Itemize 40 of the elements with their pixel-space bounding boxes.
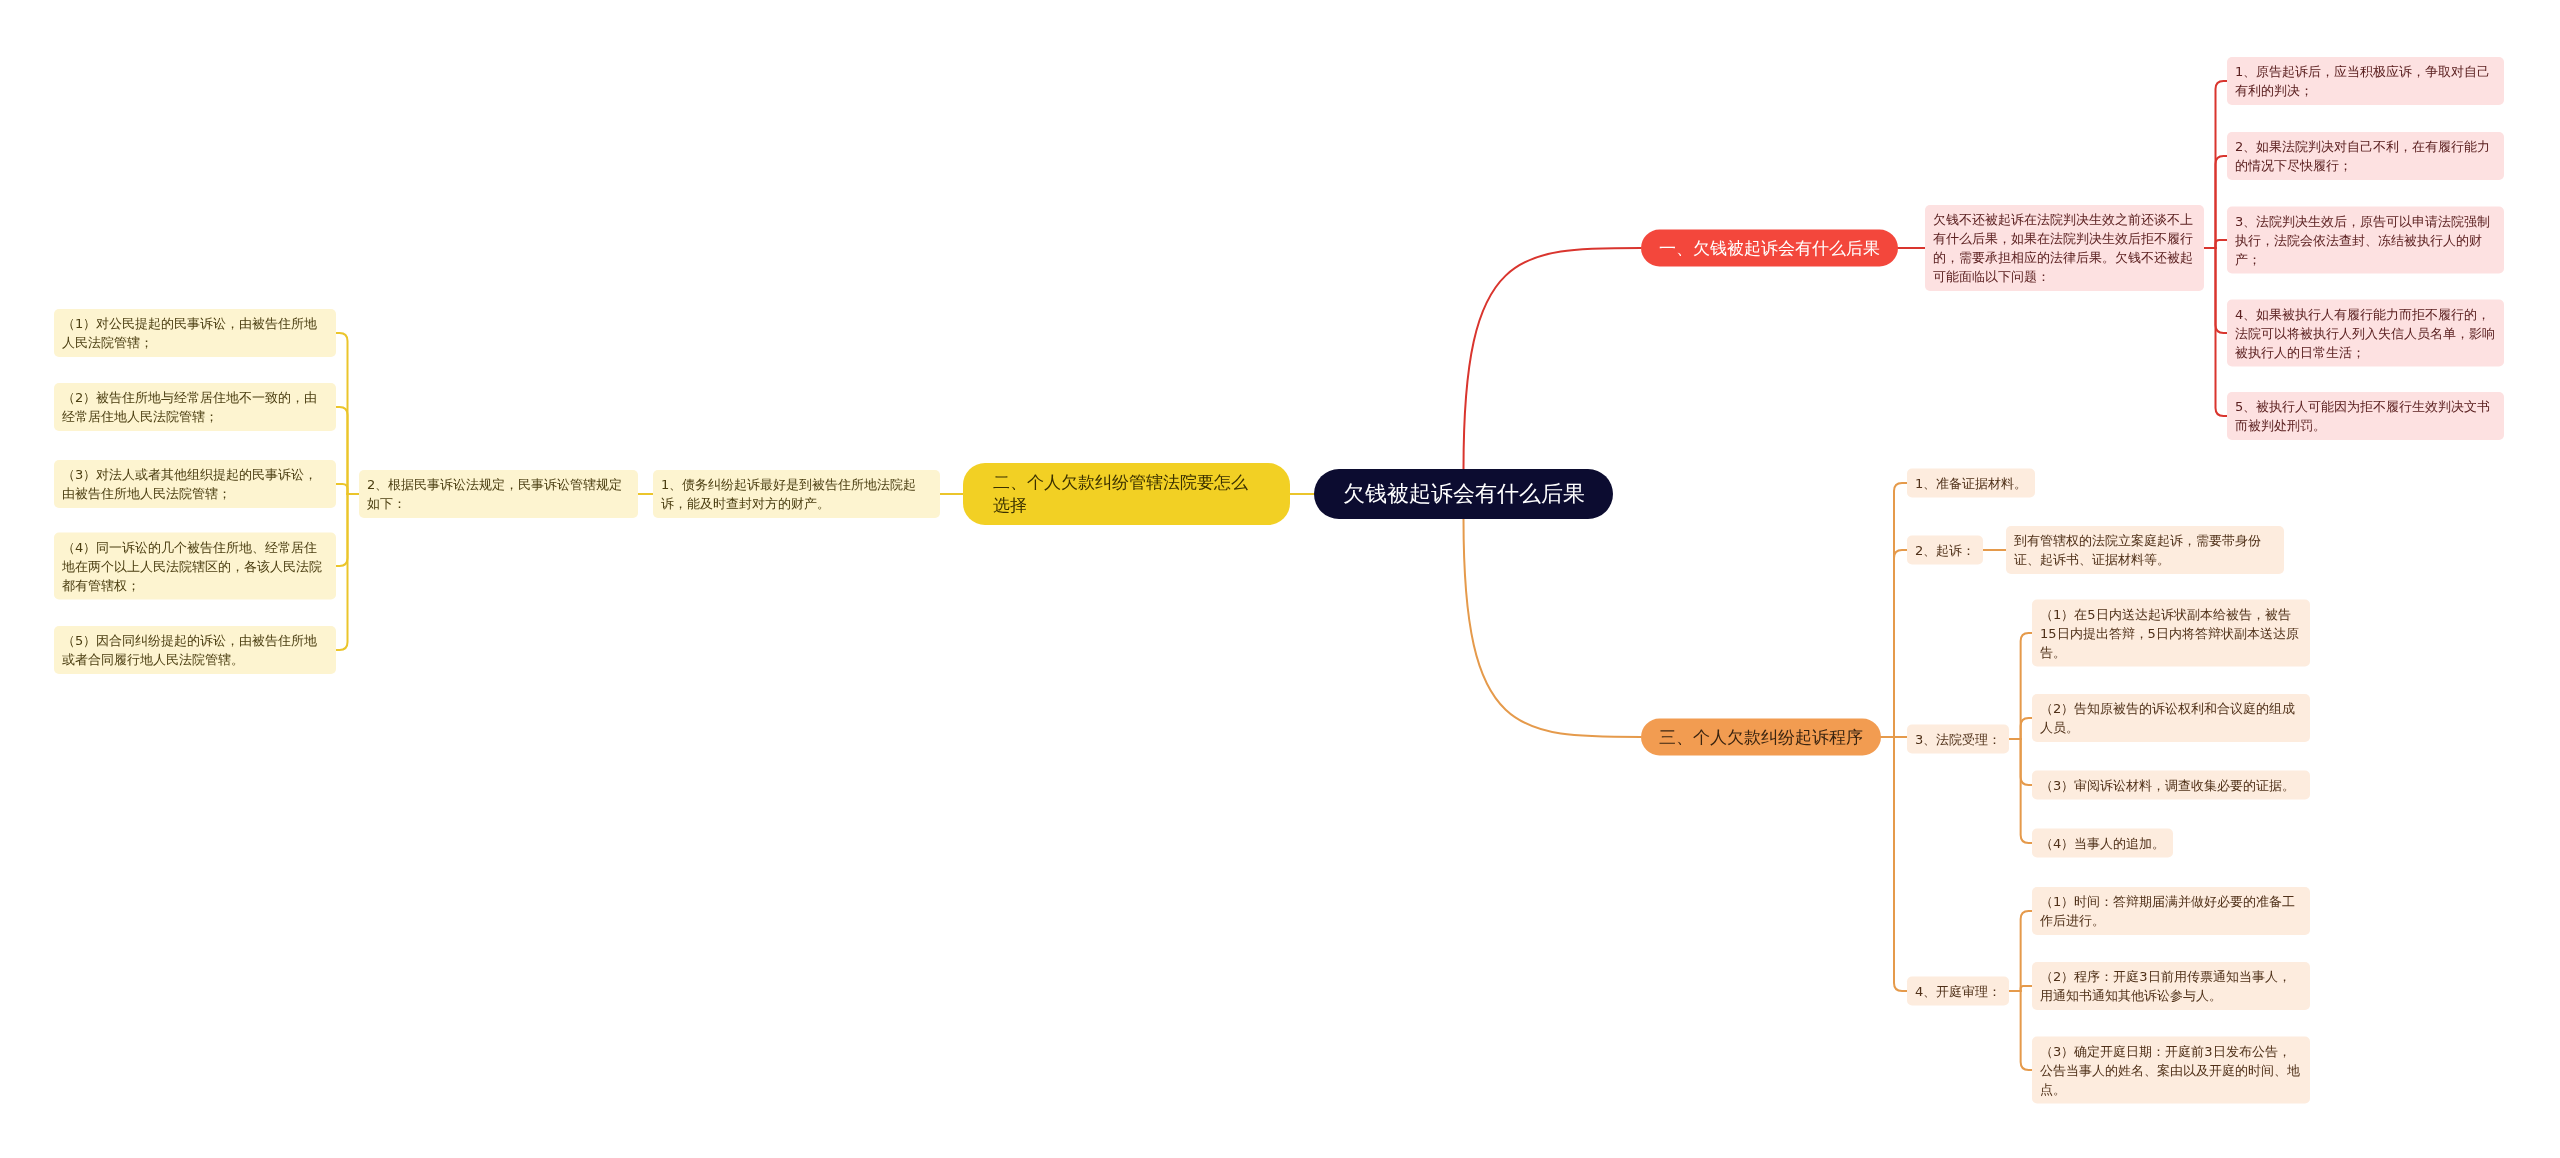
connector-line [1897,247,1926,249]
subtopic-card: （5）因合同纠纷提起的诉讼，由被告住所地或者合同履行地人民法院管辖。 [54,626,336,674]
connector-line [1462,247,1642,470]
subtopic-card: （1）对公民提起的民事诉讼，由被告住所地人民法院管辖； [54,309,336,357]
branch-topic: 二、个人欠款纠纷管辖法院要怎么选择 [963,463,1290,525]
branch-topic: 三、个人欠款纠纷起诉程序 [1641,718,1881,756]
connector-line [637,493,654,495]
subtopic-card: （4）当事人的追加。 [2032,828,2174,858]
subtopic-card: 2、如果法院判决对自己不利，在有履行能力的情况下尽快履行； [2227,132,2504,180]
subtopic-card: 1、原告起诉后，应当积极应诉，争取对自己有利的判决； [2227,57,2504,105]
connector-line [2008,738,2033,844]
subtopic-card: （3）确定开庭日期：开庭前3日发布公告，公告当事人的姓名、案由以及开庭的时间、地点。 [2032,1036,2310,1104]
central-topic: 欠钱被起诉会有什么后果 [1314,469,1613,519]
subtopic-card: 欠钱不还被起诉在法院判决生效之前还谈不上有什么后果，如果在法院判决生效后拒不履行的，需要承担相应的法律后果。欠钱不还被起可能面临以下问题： [1925,205,2204,291]
subtopic-card: （2）告知原被告的诉讼权利和合议庭的组成人员。 [2032,694,2310,742]
subtopic-card: （2）程序：开庭3日前用传票通知当事人，用通知书通知其他诉讼参与人。 [2032,962,2310,1010]
subtopic-card: 1、准备证据材料。 [1907,468,2036,498]
connector-line [2008,990,2033,1071]
connector-line [335,493,360,651]
subtopic-card: 1、债务纠纷起诉最好是到被告住所地法院起诉，能及时查封对方的财产。 [653,470,940,518]
subtopic-card: 3、法院判决生效后，原告可以申请法院强制执行，法院会依法查封、冻结被执行人的财产； [2227,206,2504,274]
subtopic-card: （4）同一诉讼的几个被告住所地、经常居住地在两个以上人民法院辖区的，各该人民法院都有管辖权； [54,532,336,600]
subtopic-card: 4、如果被执行人有履行能力而拒不履行的，法院可以将被执行人列入失信人员名单，影响被执行人的日常生活； [2227,299,2504,367]
connector-line [2203,247,2228,417]
branch-topic: 一、欠钱被起诉会有什么后果 [1641,229,1898,267]
subtopic-card: （2）被告住所地与经常居住地不一致的，由经常居住地人民法院管辖； [54,383,336,431]
subtopic-card: （1）时间：答辩期届满并做好必要的准备工作后进行。 [2032,887,2310,935]
subtopic-card: （3）审阅诉讼材料，调查收集必要的证据。 [2032,770,2310,800]
subtopic-card: （1）在5日内送达起诉状副本给被告，被告15日内提出答辩，5日内将答辩状副本送达原告。 [2032,599,2310,667]
subtopic-card: 到有管辖权的法院立案庭起诉，需要带身份证、起诉书、证据材料等。 [2006,526,2284,574]
subtopic-card: 5、被执行人可能因为拒不履行生效判决文书而被判处刑罚。 [2227,392,2504,440]
connector-line [1462,518,1642,738]
subtopic-card: 2、起诉： [1907,535,1984,565]
connector-line [1289,493,1315,495]
connector-line [1982,549,2007,551]
subtopic-card: 3、法院受理： [1907,724,2010,754]
subtopic-card: 2、根据民事诉讼法规定，民事诉讼管辖规定如下： [359,470,638,518]
subtopic-card: （3）对法人或者其他组织提起的民事诉讼，由被告住所地人民法院管辖； [54,460,336,508]
subtopic-card: 4、开庭审理： [1907,976,2010,1006]
connector-line [939,493,964,495]
